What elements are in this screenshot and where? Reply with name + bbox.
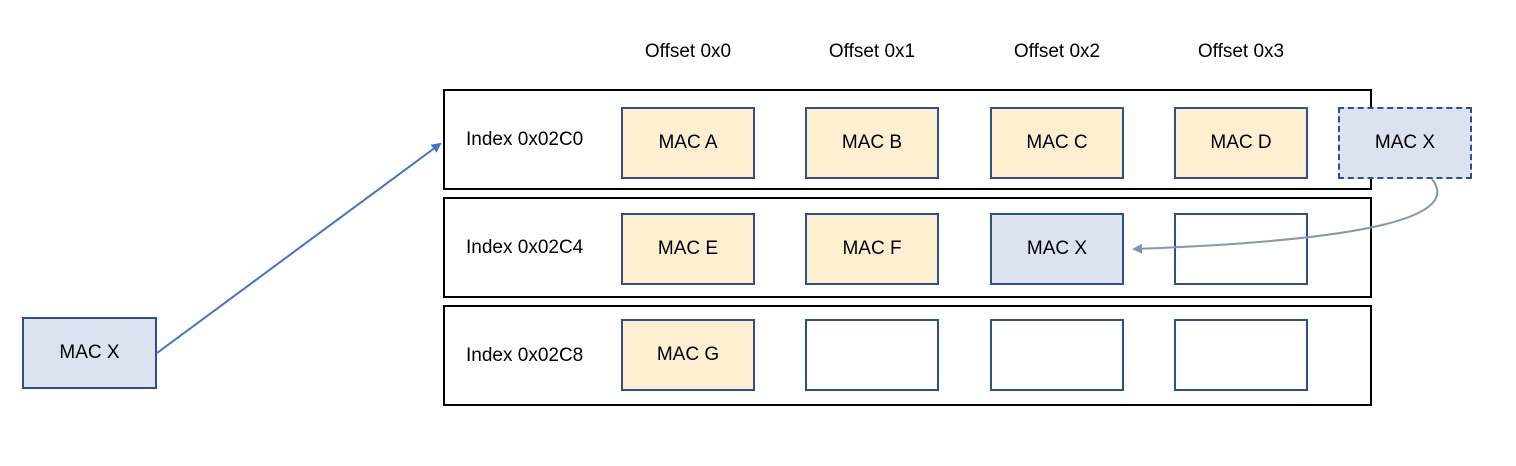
offset-label-1: Offset 0x1 [828, 41, 916, 62]
cell-0x02c8-offset-0: MAC G [621, 319, 755, 391]
offset-label-2: Offset 0x2 [1013, 41, 1101, 62]
row-label: Index 0x02C4 [466, 236, 584, 258]
insert-arrow [156, 142, 442, 354]
cell-0x02c4-offset-0: MAC E [621, 213, 755, 285]
source-mac-x-box: MAC X [22, 317, 157, 389]
relocate-arrow [1132, 178, 1439, 254]
cell-0x02c8-offset-3 [1174, 319, 1308, 391]
cell-0x02c4-offset-2: MAC X [990, 213, 1124, 285]
cell-0x02c0-offset-0: MAC A [621, 107, 755, 179]
offset-label-0: Offset 0x0 [644, 41, 732, 62]
cell-0x02c4-offset-3 [1174, 213, 1308, 285]
cell-0x02c0-offset-3: MAC D [1174, 107, 1308, 179]
row-label: Index 0x02C0 [466, 128, 584, 150]
offset-label-3: Offset 0x3 [1197, 41, 1285, 62]
cell-0x02c8-offset-1 [805, 319, 939, 391]
cell-0x02c8-offset-2 [990, 319, 1124, 391]
cell-0x02c0-offset-1: MAC B [805, 107, 939, 179]
cell-0x02c4-offset-1: MAC F [805, 213, 939, 285]
overflow-cell-mac-x: MAC X [1338, 107, 1472, 179]
row-label: Index 0x02C8 [466, 344, 584, 366]
cell-0x02c0-offset-2: MAC C [990, 107, 1124, 179]
